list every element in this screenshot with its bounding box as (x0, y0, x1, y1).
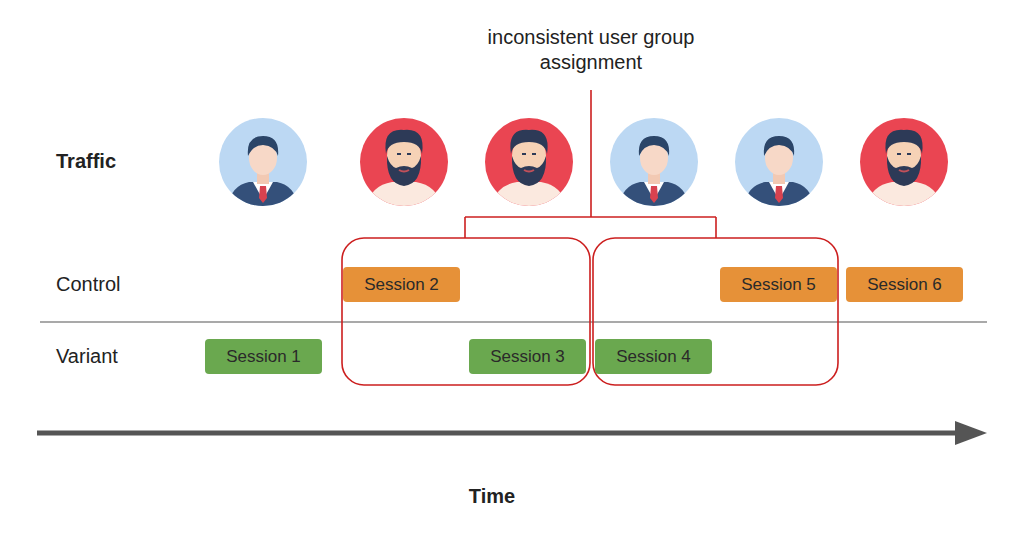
row-label: Traffic (56, 149, 176, 174)
session-box: Session 6 (846, 267, 963, 302)
user-avatar (485, 118, 573, 212)
callout-bracket (465, 90, 716, 238)
session-box: Session 5 (720, 267, 837, 302)
session-label: Session 2 (364, 275, 439, 295)
callout-note: inconsistent user group assignment (481, 25, 701, 75)
row-label: Control (56, 272, 176, 297)
user-avatar (735, 118, 823, 212)
axis-label: Time (432, 484, 552, 509)
traffic-avatars (219, 118, 948, 212)
row-label: Variant (56, 344, 176, 369)
user-avatar (610, 118, 698, 212)
session-box: Session 1 (205, 339, 322, 374)
user-avatar (360, 118, 448, 212)
user-avatar (219, 118, 307, 212)
session-label: Session 6 (867, 275, 942, 295)
highlight-frame (593, 238, 838, 385)
session-label: Session 1 (226, 347, 301, 367)
session-box: Session 3 (469, 339, 586, 374)
session-box: Session 2 (343, 267, 460, 302)
session-label: Session 4 (616, 347, 691, 367)
session-box: Session 4 (595, 339, 712, 374)
session-label: Session 3 (490, 347, 565, 367)
group-divider (40, 321, 987, 322)
user-avatar (860, 118, 948, 212)
time-arrow (37, 421, 987, 445)
session-label: Session 5 (741, 275, 816, 295)
highlight-frame (342, 238, 590, 385)
